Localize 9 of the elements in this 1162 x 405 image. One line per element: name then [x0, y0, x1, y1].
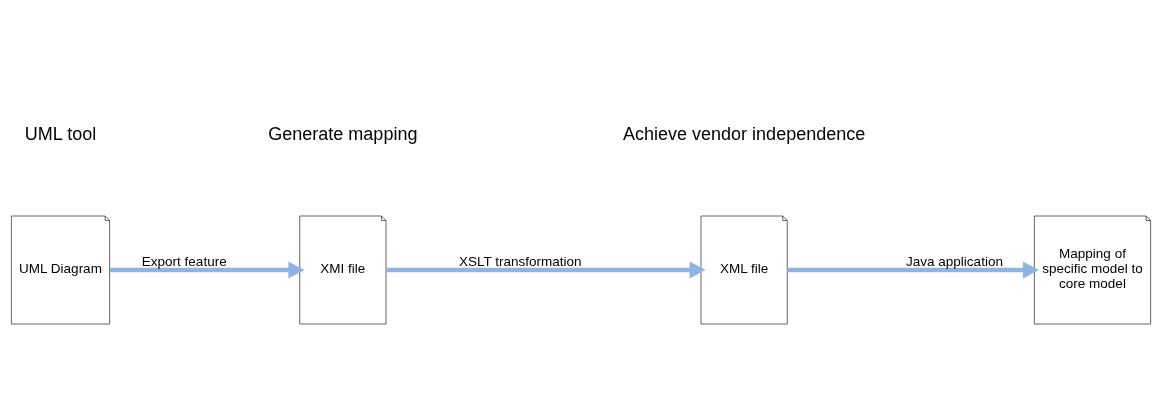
arrow	[386, 261, 706, 279]
edge-label: Export feature	[141, 253, 227, 269]
arrow	[109, 261, 305, 279]
arrow	[787, 261, 1039, 279]
label: UML tool	[24, 123, 97, 144]
edge-label: XSLT transformation	[458, 253, 582, 269]
edge-label: Java application	[906, 253, 1003, 269]
label: Achieve vendor independence	[623, 123, 866, 144]
label: Generate mapping	[268, 123, 418, 144]
